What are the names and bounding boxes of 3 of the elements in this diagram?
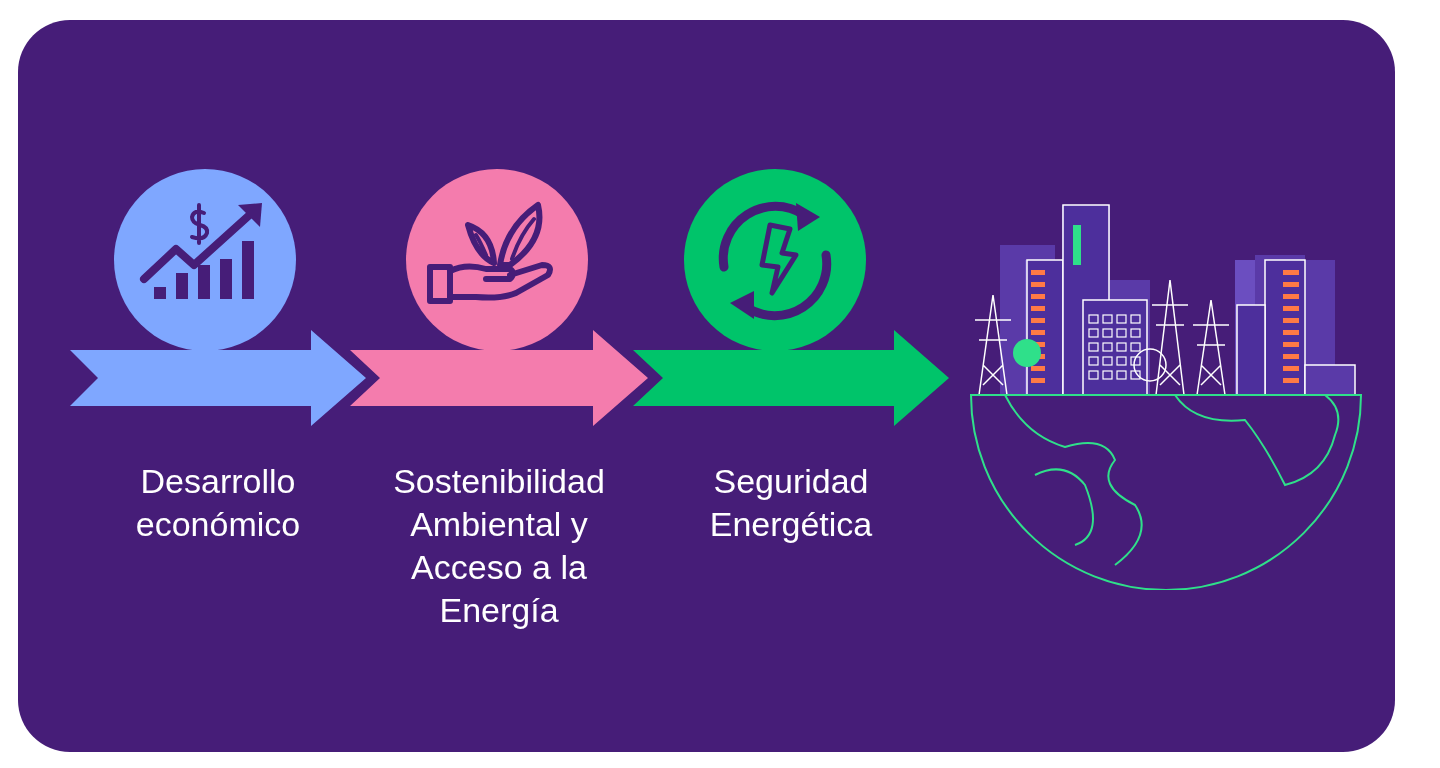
stage-label: Sostenibilidad Ambiental y Acceso a la Energía [393,462,605,629]
stage-label: Seguridad Energética [709,462,873,543]
stage-label: Desarrollo económico [135,462,301,543]
